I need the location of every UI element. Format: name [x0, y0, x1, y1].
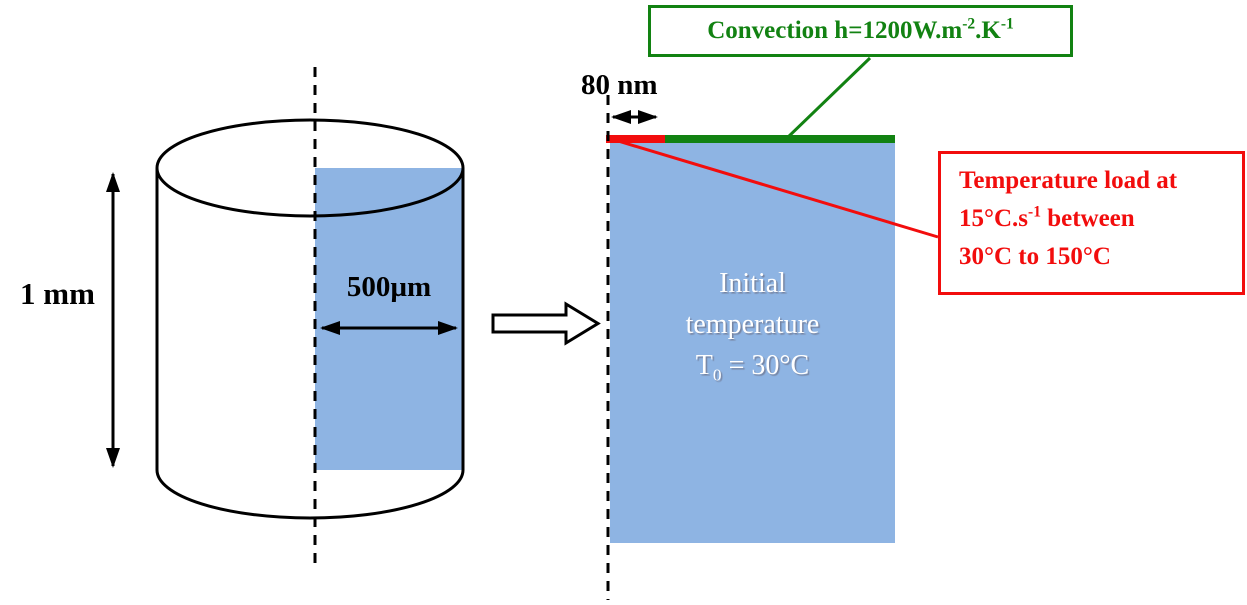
initial-temp-subscript: 0 — [712, 365, 722, 385]
thickness-dimension-label: 80 nm — [581, 69, 658, 101]
load-line2-post: between — [1040, 205, 1135, 232]
initial-temp-symbol: T — [695, 350, 713, 381]
load-callout-leader-line — [617, 139, 939, 239]
zoom-transform-arrow-icon — [491, 301, 601, 346]
initial-temp-line1: Initial — [719, 268, 786, 299]
convection-exponent-2: -1 — [1000, 15, 1014, 33]
load-callout-line3: 30°C to 150°C — [959, 243, 1111, 270]
convection-callout-box: Convection h=1200W.m-2.K-1 — [648, 5, 1073, 57]
cylinder-bottom-arc — [155, 469, 465, 520]
load-callout-line1: Temperature load at — [959, 167, 1178, 194]
load-line2-exponent: -1 — [1028, 203, 1041, 221]
convection-callout-leader-line — [784, 56, 872, 141]
temperature-load-callout-box: Temperature load at 15°C.s-1 between 30°… — [938, 151, 1245, 295]
cylinder-half-section-fill — [315, 168, 463, 470]
convection-boundary-green-strip — [665, 135, 895, 143]
convection-exponent-1: -2 — [962, 15, 976, 33]
surface-layer-red-strip — [606, 135, 665, 143]
convection-text-mid: .K — [975, 17, 1001, 44]
load-line2-pre: 15°C.s — [959, 205, 1029, 232]
convection-callout-text: Convection h=1200W.m-2.K-1 — [707, 15, 1014, 45]
load-callout-line2: 15°C.s-1 between — [959, 200, 1242, 238]
height-dimension-label: 1 mm — [20, 276, 95, 311]
initial-temp-line2: temperature — [685, 309, 820, 340]
radius-dimension-label: 500µm — [346, 271, 432, 303]
initial-temp-value: = 30°C — [721, 350, 810, 381]
convection-text-main: Convection h=1200W.m — [707, 17, 963, 44]
initial-temperature-label: Initial temperature T0 = 30°C — [610, 263, 895, 386]
initial-temp-line3: T0 = 30°C — [610, 345, 895, 386]
